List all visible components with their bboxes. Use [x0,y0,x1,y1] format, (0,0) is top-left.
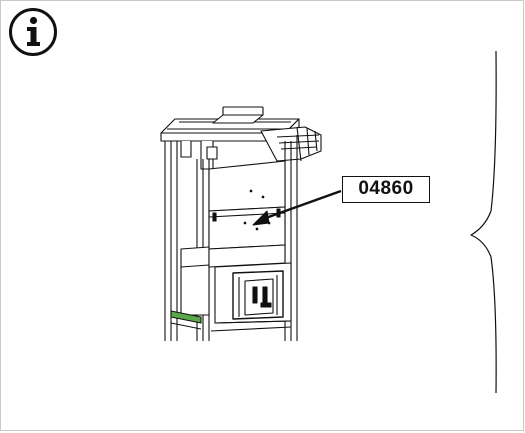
leader-arrow [252,189,342,226]
mounting-plates [208,160,286,250]
part-number-label: 04860 [342,176,430,203]
curly-brace [470,50,497,394]
circuit-breaker [180,244,292,324]
base-strip [170,310,202,324]
info-icon [9,8,57,56]
